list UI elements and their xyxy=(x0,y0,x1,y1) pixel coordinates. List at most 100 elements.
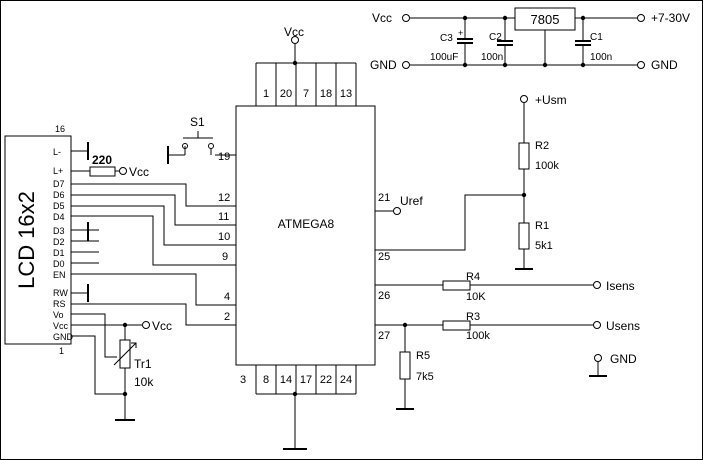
svg-text:L-: L- xyxy=(53,147,61,157)
svg-text:24: 24 xyxy=(340,374,352,386)
resistor-r5 xyxy=(399,351,411,380)
svg-text:1: 1 xyxy=(59,346,64,356)
svg-text:100n: 100n xyxy=(481,52,503,63)
svg-text:26: 26 xyxy=(378,290,390,302)
svg-text:100k: 100k xyxy=(535,160,559,172)
svg-text:D0: D0 xyxy=(53,259,65,269)
usens-net: R3 100k Usens R5 7k5 xyxy=(375,311,640,410)
svg-text:RW: RW xyxy=(53,288,68,298)
svg-text:22: 22 xyxy=(320,374,332,386)
lcd-body xyxy=(4,135,72,345)
svg-text:4: 4 xyxy=(224,291,230,303)
capacitor-c2: C2 100n xyxy=(481,15,513,68)
svg-text:Vo: Vo xyxy=(53,310,64,320)
lcd-title: LCD 16x2 xyxy=(14,191,39,289)
r220-label: 220 xyxy=(92,153,112,167)
svg-text:C2: C2 xyxy=(489,32,502,43)
isens-net: R4 10K Isens xyxy=(375,271,635,303)
svg-text:EN: EN xyxy=(53,270,66,280)
mcu-vcc-label: Vcc xyxy=(284,25,304,39)
svg-text:Vcc: Vcc xyxy=(53,321,69,331)
svg-text:100n: 100n xyxy=(590,52,612,63)
svg-text:C1: C1 xyxy=(590,32,603,43)
svg-text:3: 3 xyxy=(240,374,246,386)
switch-s1: S1 xyxy=(167,115,236,164)
svg-text:20: 20 xyxy=(280,88,292,100)
svg-text:17: 17 xyxy=(300,374,312,386)
svg-text:7: 7 xyxy=(303,88,309,100)
psu-gnd-left-label: GND xyxy=(370,58,397,72)
svg-text:9: 9 xyxy=(222,251,228,263)
psu-gnd-right-label: GND xyxy=(651,58,678,72)
svg-text:R4: R4 xyxy=(466,271,480,283)
svg-text:2: 2 xyxy=(224,311,230,323)
trimmer-vcc-label: Vcc xyxy=(152,319,172,333)
svg-text:R3: R3 xyxy=(466,311,480,323)
uref-label: Uref xyxy=(400,194,423,208)
vin-terminal xyxy=(637,14,645,22)
svg-text:5k1: 5k1 xyxy=(535,240,553,252)
tr1-name: Tr1 xyxy=(134,357,152,371)
svg-text:8: 8 xyxy=(263,374,269,386)
svg-text:11: 11 xyxy=(218,211,229,223)
vin-label: +7-30V xyxy=(651,11,690,25)
capacitor-c1: C1 100n xyxy=(575,15,612,68)
svg-text:10K: 10K xyxy=(466,291,486,303)
svg-text:100uF: 100uF xyxy=(430,52,458,63)
tr1-value: 10k xyxy=(134,375,154,389)
svg-text:D1: D1 xyxy=(53,248,65,258)
svg-text:GND: GND xyxy=(53,332,74,342)
svg-text:7k5: 7k5 xyxy=(416,371,434,383)
svg-text:100k: 100k xyxy=(466,330,490,342)
uref-net: Uref xyxy=(375,194,423,215)
svg-text:16: 16 xyxy=(55,124,65,134)
svg-text:L+: L+ xyxy=(53,166,63,176)
psu-vcc-label: Vcc xyxy=(372,11,392,25)
usens-label: Usens xyxy=(606,319,640,333)
trimmer-tr1: Tr1 10k xyxy=(113,325,154,421)
usm-terminal xyxy=(520,95,528,103)
svg-text:21: 21 xyxy=(378,192,390,204)
svg-text:D2: D2 xyxy=(53,237,65,247)
uref-terminal xyxy=(393,207,401,215)
svg-text:10: 10 xyxy=(218,231,230,243)
svg-text:R2: R2 xyxy=(535,140,549,152)
gnd-right-label: GND xyxy=(610,352,637,366)
svg-text:14: 14 xyxy=(280,374,292,386)
svg-text:D7: D7 xyxy=(53,179,65,189)
svg-text:27: 27 xyxy=(378,330,390,342)
svg-text:1: 1 xyxy=(263,88,269,100)
svg-text:C3: C3 xyxy=(440,33,453,44)
capacitor-c3: C3 + 100uF xyxy=(430,15,473,68)
mcu-atmega8: ATMEGA8 Vcc 1 20 7 18 13 3 8 14 17 22 24 xyxy=(218,25,390,450)
s1-label: S1 xyxy=(190,115,205,129)
mcu-body xyxy=(235,105,376,366)
isens-terminal xyxy=(593,281,601,289)
divider-r2-r1: +Usm R2 100k R1 5k1 xyxy=(375,93,567,270)
svg-text:D4: D4 xyxy=(53,212,65,222)
power-supply: Vcc 7805 +7-30V GND GND C3 + 100uF xyxy=(370,7,690,72)
lcd-vcc-label: Vcc xyxy=(129,165,149,179)
gnd-terminal-right xyxy=(637,61,645,69)
vcc-terminal xyxy=(402,14,410,22)
mcu-vcc-terminal xyxy=(291,36,299,44)
svg-text:RS: RS xyxy=(53,299,66,309)
regulator-label: 7805 xyxy=(531,12,560,27)
svg-text:18: 18 xyxy=(320,88,332,100)
mcu-name: ATMEGA8 xyxy=(278,217,335,231)
svg-text:25: 25 xyxy=(378,251,390,263)
lcd-16x2: LCD 16x2 16 1 L- L+ D7 D6 D5 D4 D3 D2 D1… xyxy=(4,124,236,395)
gnd-terminal-left xyxy=(402,61,410,69)
usm-label: +Usm xyxy=(535,93,567,107)
svg-text:+: + xyxy=(458,28,463,38)
svg-text:D3: D3 xyxy=(53,226,65,236)
isens-label: Isens xyxy=(606,279,635,293)
resistor-r1 xyxy=(518,222,530,250)
svg-text:19: 19 xyxy=(218,151,230,163)
svg-text:D6: D6 xyxy=(53,190,65,200)
usens-terminal xyxy=(593,321,601,329)
svg-text:R1: R1 xyxy=(535,220,549,232)
svg-text:D5: D5 xyxy=(53,201,65,211)
svg-text:13: 13 xyxy=(340,88,352,100)
